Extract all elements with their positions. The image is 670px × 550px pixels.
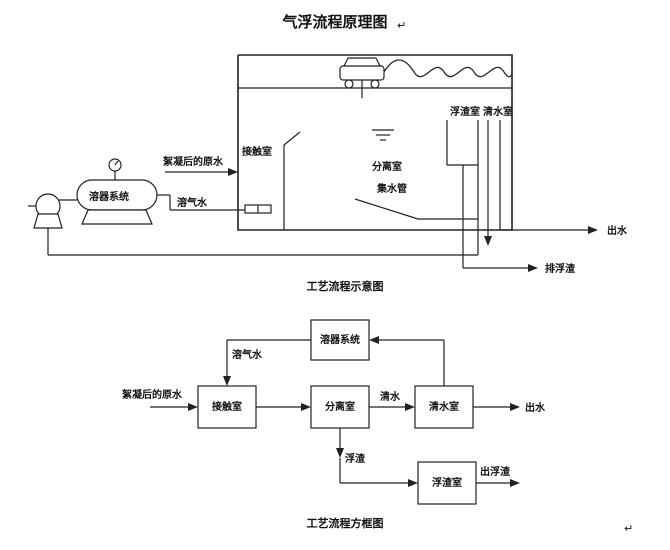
block-dissolver bbox=[310, 319, 370, 361]
water-level-icon bbox=[372, 129, 394, 141]
block-raw-water-arrow bbox=[188, 403, 198, 411]
block-label-scum: 浮渣 bbox=[345, 452, 366, 465]
label-outlet: 出水 bbox=[607, 224, 628, 237]
return-mark-2: ↵ bbox=[624, 522, 633, 535]
block-label-scum-out: 出浮渣 bbox=[480, 465, 511, 478]
label-dissolved-air: 溶气水 bbox=[177, 196, 208, 209]
block-dissolved-air-arrow bbox=[223, 376, 231, 386]
scum-out-arrow bbox=[528, 264, 538, 272]
block-label-separation-room: 分离室 bbox=[325, 400, 355, 413]
block-label-clear-room: 清水室 bbox=[429, 400, 459, 413]
return-mark: ↵ bbox=[397, 19, 406, 32]
block-label-outlet: 出水 bbox=[525, 401, 546, 414]
skimmer-icon bbox=[339, 57, 385, 98]
label-dissolver: 溶器系统 bbox=[89, 190, 129, 203]
block-sep-to-clear-arrow bbox=[405, 403, 415, 411]
block-scum-down-arrow bbox=[336, 448, 344, 458]
block-outlet-arrow bbox=[510, 403, 520, 411]
label-raw-water: 絮凝后的原水 bbox=[163, 155, 224, 168]
label-scum-room: 浮渣室 bbox=[450, 105, 480, 118]
block-label-raw-water: 絮凝后的原水 bbox=[122, 388, 183, 401]
raw-water-inlet-arrow bbox=[228, 168, 238, 176]
block-label-contact-room: 接触室 bbox=[212, 400, 242, 413]
dissolver-tank bbox=[76, 158, 158, 225]
outlet-down-arrow bbox=[484, 236, 492, 246]
block-clear-room bbox=[414, 385, 474, 429]
label-contact-room: 接触室 bbox=[242, 145, 272, 158]
block-label-dissolver: 溶器系统 bbox=[320, 333, 360, 346]
outlet-arrow bbox=[588, 226, 598, 234]
pump-icon bbox=[28, 193, 77, 229]
label-separation-room: 分离室 bbox=[372, 160, 402, 173]
collector-pipe bbox=[354, 198, 419, 220]
block-scum-right-arrow bbox=[408, 479, 418, 487]
block-label-scum-room: 浮渣室 bbox=[432, 476, 462, 489]
block-contact-to-sep-arrow bbox=[301, 403, 311, 411]
main-title: 气浮流程原理图 bbox=[281, 13, 387, 31]
process-diagram-caption: 工艺流程示意图 bbox=[307, 279, 384, 293]
scum-wave bbox=[383, 59, 513, 78]
block-label-dissolved-air: 溶气水 bbox=[232, 348, 263, 361]
label-clear-room: 清水室 bbox=[483, 105, 513, 118]
block-separation-room bbox=[310, 385, 370, 429]
block-diagram-caption: 工艺流程方框图 bbox=[307, 516, 384, 530]
label-collector-pipe: 集水管 bbox=[376, 182, 407, 195]
block-recycle-arrow bbox=[369, 336, 379, 344]
block-label-clear-water: 清水 bbox=[380, 390, 401, 403]
contact-baffle-top bbox=[283, 131, 301, 146]
block-scum-out-arrow bbox=[510, 479, 520, 487]
label-scum-out: 排浮渣 bbox=[545, 262, 576, 275]
